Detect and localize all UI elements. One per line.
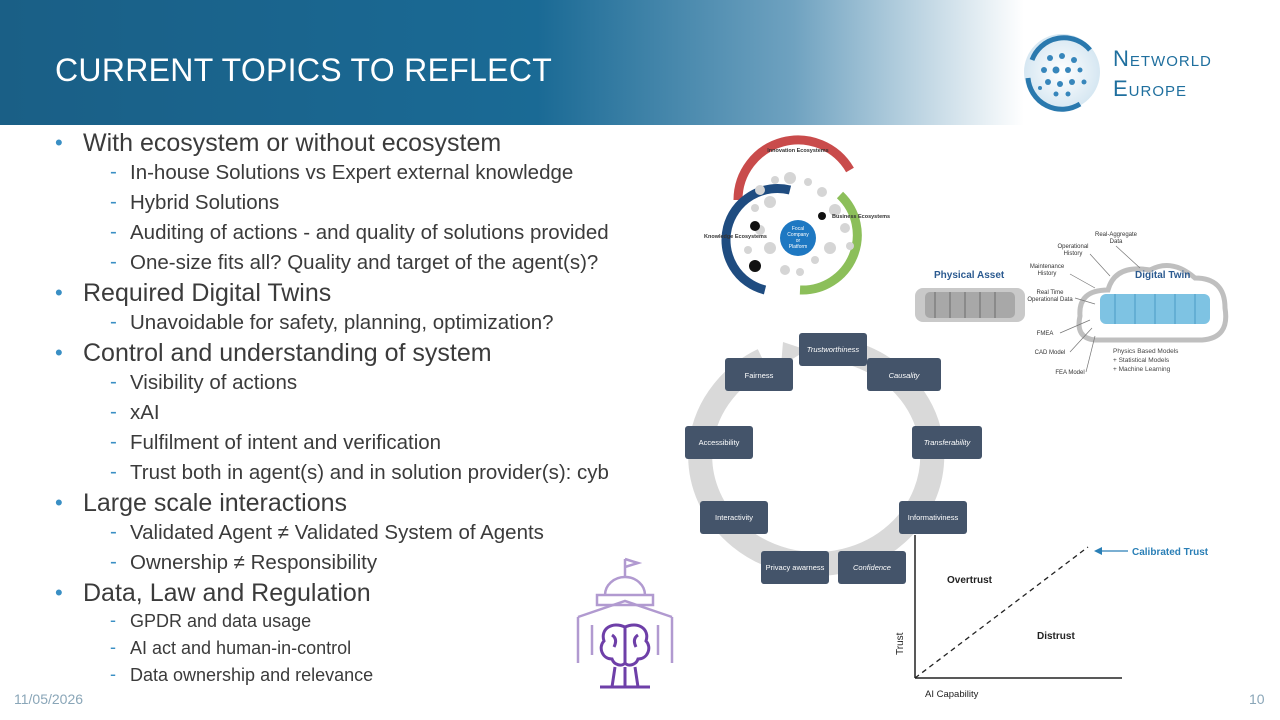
calibration-line [914, 546, 1089, 679]
focal-label-4: Platform [789, 244, 808, 250]
trust-item-confidence: Confidence [853, 563, 891, 572]
bullet-data-law: Data, Law and Regulation [55, 578, 695, 608]
ecosystem-diagram: Focal Company or Platform Innovation Eco… [700, 130, 900, 298]
sub-bullet: Fulfilment of intent and verification [55, 427, 695, 458]
sub-bullet: GPDR and data usage [55, 607, 695, 635]
sub-bullet: One-size fits all? Quality and target of… [55, 247, 695, 278]
dt-label: Operational Data [1027, 297, 1073, 303]
trust-capability-chart: Calibrated Trust Overtrust Distrust Trus… [895, 535, 1209, 700]
logo-line2: Europe [1113, 76, 1188, 101]
digital-twin-label: Digital Twin [1135, 270, 1190, 281]
innovation-title: Innovation Ecosystems [767, 148, 828, 154]
focal-label-3: or [796, 238, 801, 244]
globe-icon [1024, 34, 1100, 112]
sub-bullet: Visibility of actions [55, 367, 695, 398]
trust-item-causality: Causality [889, 371, 921, 380]
dt-label: FEA Model [1055, 370, 1084, 376]
physical-asset-label: Physical Asset [934, 270, 1005, 281]
trust-item-trustworthiness: Trustworthiness [807, 345, 860, 354]
dt-label: Real-Aggregate [1095, 232, 1138, 238]
bullet-list: With ecosystem or without ecosystem In-h… [55, 128, 695, 708]
sub-bullet: Validated Agent ≠ Validated System of Ag… [55, 517, 695, 548]
sub-bullet: Unavoidable for safety, planning, optimi… [55, 307, 695, 338]
slide-date: 11/05/2026 [14, 691, 84, 707]
dt-label: Maintenance [1030, 264, 1065, 270]
business-title: Business Ecosystems [832, 214, 890, 220]
dt-model-text: + Machine Learning [1113, 366, 1171, 373]
trust-cycle-diagram: Trustworthiness Causality Transferabilit… [685, 333, 982, 584]
overtrust-label: Overtrust [947, 575, 993, 586]
slide-number: 10 [1249, 691, 1265, 707]
sub-bullet: Trust both in agent(s) and in solution p… [55, 457, 695, 488]
bullet-large-scale: Large scale interactions [55, 488, 695, 518]
bullet-control: Control and understanding of system [55, 338, 695, 368]
dt-label: Operational [1057, 244, 1088, 250]
sub-bullet: AI act and human-in-control [55, 634, 695, 662]
sub-bullet: xAI [55, 397, 695, 428]
focal-label-2: Company [787, 232, 809, 238]
dt-label: Real Time [1036, 290, 1064, 296]
engine-image [915, 288, 1025, 322]
dt-label: FMEA [1037, 331, 1054, 337]
dt-model-text: Physics Based Models [1113, 348, 1179, 355]
dt-label: CAD Model [1035, 350, 1066, 356]
trust-item-accessibility: Accessibility [699, 438, 740, 447]
dt-label: History [1064, 251, 1083, 257]
knowledge-arc [721, 183, 792, 295]
x-axis-label: AI Capability [925, 689, 979, 700]
innovation-arc [733, 135, 854, 201]
sub-bullet: Auditing of actions - and quality of sol… [55, 217, 695, 248]
sub-bullet: Ownership ≠ Responsibility [55, 547, 695, 578]
sub-bullet: Hybrid Solutions [55, 187, 695, 218]
distrust-label: Distrust [1037, 631, 1075, 642]
trust-item-privacy: Privacy awarness [766, 563, 825, 572]
dt-label: Data [1110, 239, 1123, 245]
focal-label-1: Focal [792, 226, 804, 232]
bullet-ecosystem: With ecosystem or without ecosystem [55, 128, 695, 158]
knowledge-title: Knowledge Ecosystems [704, 234, 767, 240]
bullet-digital-twins: Required Digital Twins [55, 278, 695, 308]
networld-europe-logo: Networld Europe [1020, 30, 1250, 115]
business-arc [799, 191, 862, 295]
digital-twin-diagram: Physical Asset Digital Twin Real-Aggrega… [910, 228, 1235, 380]
calibrated-trust-label: Calibrated Trust [1132, 547, 1209, 558]
sub-bullet: In-house Solutions vs Expert external kn… [55, 157, 695, 188]
y-axis-label: Trust [895, 632, 906, 655]
sub-bullet: Data ownership and relevance [55, 661, 695, 689]
slide-title: CURRENT TOPICS TO REFLECT [55, 52, 553, 88]
dt-label: History [1038, 271, 1057, 277]
trust-item-informativiness: Informativiness [908, 513, 959, 522]
logo-line1: Networld [1113, 46, 1212, 71]
trust-item-interactivity: Interactivity [715, 513, 753, 522]
focal-company-node [780, 220, 816, 256]
trust-item-fairness: Fairness [745, 371, 774, 380]
trust-item-transferability: Transferability [924, 438, 972, 447]
law-brain-icon [576, 557, 674, 689]
dt-model-text: + Statistical Models [1113, 357, 1170, 364]
arrow-head-icon [1094, 547, 1102, 555]
